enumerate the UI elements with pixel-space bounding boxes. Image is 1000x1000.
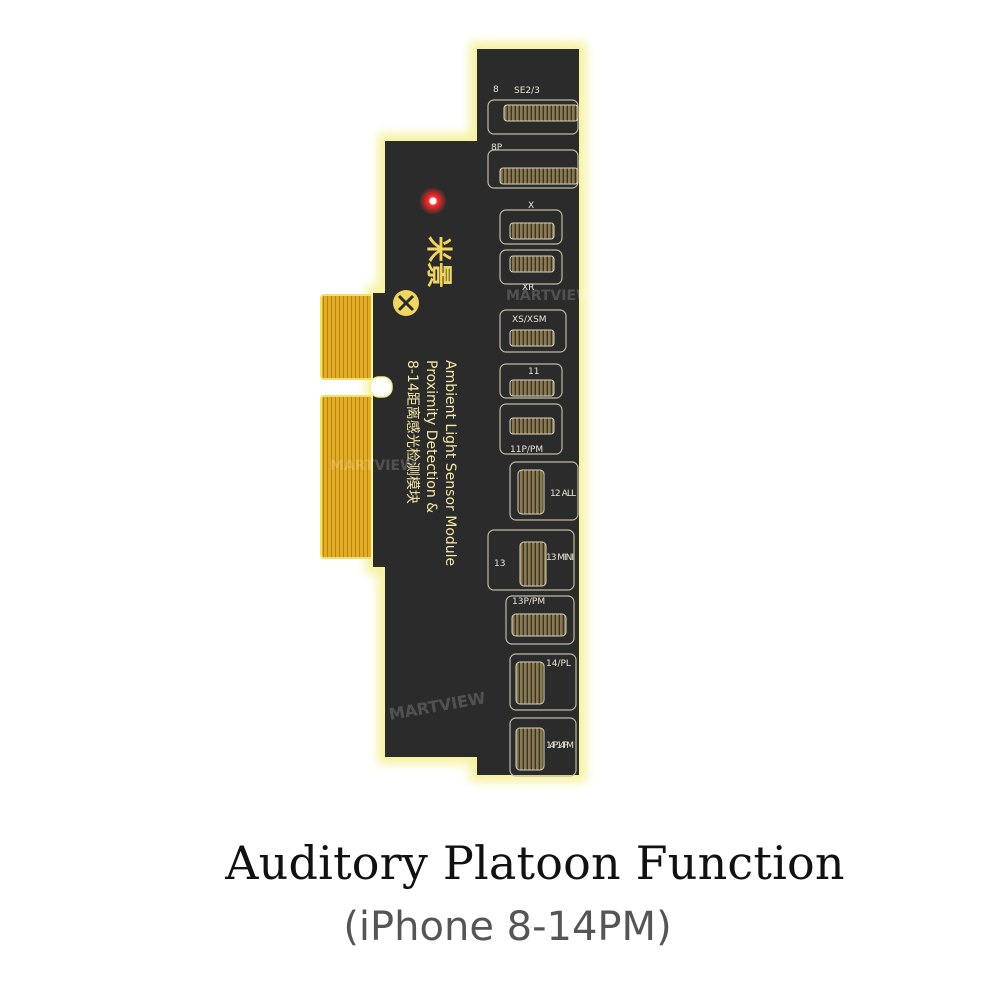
gold-edge-connector bbox=[320, 294, 378, 559]
watermark: MARTVIEW bbox=[330, 458, 416, 474]
svg-text:11: 11 bbox=[528, 367, 539, 377]
svg-text:8-14距离感光检测模块: 8-14距离感光检测模块 bbox=[404, 360, 421, 504]
brand-logo: 米景 bbox=[393, 236, 453, 316]
svg-text:X: X bbox=[528, 201, 534, 211]
svg-text:SE2/3: SE2/3 bbox=[514, 86, 540, 96]
module-description: 8-14距离感光检测模块 Proximity Detection & Ambie… bbox=[404, 360, 458, 566]
led-indicator bbox=[419, 187, 447, 215]
svg-text:XR: XR bbox=[522, 283, 534, 293]
connector-column: 8 SE2/3 8P X XR XS/XSM 11 11P/PM 12 ALL bbox=[487, 85, 579, 777]
svg-text:8P: 8P bbox=[491, 143, 503, 153]
svg-text:12 ALL: 12 ALL bbox=[550, 489, 576, 499]
caption-subtitle: (iPhone 8-14PM) bbox=[343, 904, 672, 950]
svg-text:Ambient Light Sensor Module: Ambient Light Sensor Module bbox=[442, 360, 458, 566]
svg-text:8: 8 bbox=[493, 85, 499, 95]
svg-text:13: 13 bbox=[494, 559, 505, 569]
svg-text:Proximity Detection &: Proximity Detection & bbox=[423, 360, 439, 513]
svg-text:11P/PM: 11P/PM bbox=[510, 445, 543, 455]
svg-text:14P 14PM: 14P 14PM bbox=[546, 741, 574, 751]
caption-title: Auditory Platoon Function bbox=[225, 836, 845, 890]
svg-text:XS/XSM: XS/XSM bbox=[512, 315, 547, 325]
watermark: MARTVIEW bbox=[506, 288, 592, 304]
svg-text:13P/PM: 13P/PM bbox=[512, 597, 545, 607]
svg-text:14/PL: 14/PL bbox=[546, 659, 571, 669]
brand-mark: 米景 bbox=[423, 236, 453, 288]
svg-text:13 MINI: 13 MINI bbox=[546, 553, 574, 563]
